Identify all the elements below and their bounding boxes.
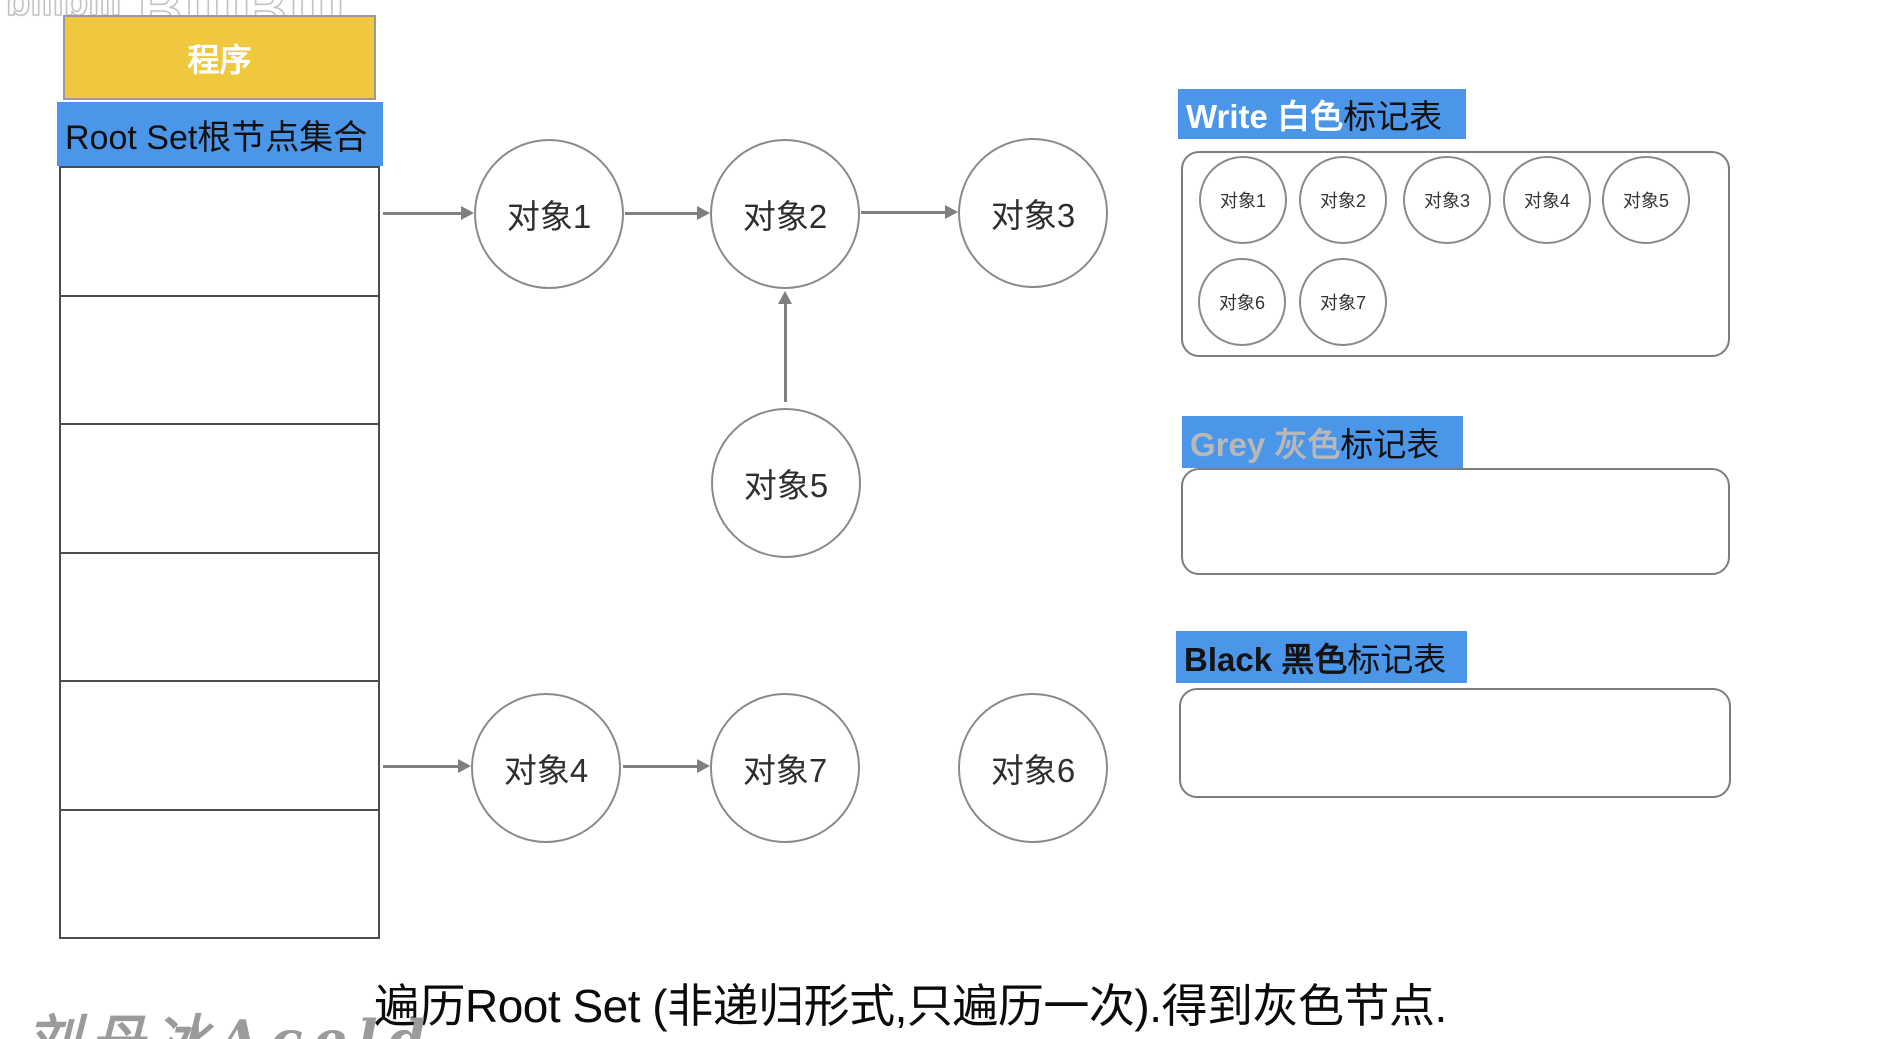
author-signature-watermark: 刘丹冰Aceld — [26, 996, 435, 1039]
memory-row — [61, 680, 378, 809]
graph-node-obj3: 对象3 — [958, 138, 1108, 288]
graph-node-obj2: 对象2 — [710, 139, 860, 289]
graph-node-obj6: 对象6 — [958, 693, 1108, 843]
graph-node-obj4: 对象4 — [471, 693, 621, 843]
graph-node-obj5: 对象5 — [711, 408, 861, 558]
black-mark-table-label-rest: 标记表 — [1347, 641, 1447, 678]
root-set-header: Root Set根节点集合 — [57, 102, 383, 166]
black-mark-table-box — [1179, 688, 1731, 798]
white-mark-table-label-rest: 标记表 — [1343, 98, 1443, 135]
white-table-member-obj7: 对象7 — [1299, 258, 1387, 346]
memory-row — [61, 551, 378, 681]
white-mark-table-label: Write 白色标记表 — [1178, 89, 1466, 139]
memory-row — [61, 294, 378, 424]
memory-row — [61, 808, 378, 938]
black-mark-table-label-colored: Black 黑色 — [1184, 641, 1348, 678]
white-table-member-obj2: 对象2 — [1299, 156, 1387, 244]
white-table-member-obj6: 对象6 — [1198, 258, 1286, 346]
white-mark-table-label-colored: Write 白色 — [1186, 98, 1344, 135]
program-header: 程序 — [63, 15, 376, 100]
grey-mark-table-label: Grey 灰色标记表 — [1182, 416, 1463, 468]
memory-row — [61, 423, 378, 552]
graph-node-obj1: 对象1 — [474, 139, 624, 289]
grey-mark-table-label-colored: Grey 灰色 — [1190, 426, 1341, 463]
white-table-member-obj3: 对象3 — [1403, 156, 1491, 244]
black-mark-table-label: Black 黑色标记表 — [1176, 631, 1467, 683]
grey-mark-table-box — [1181, 468, 1730, 575]
white-table-member-obj1: 对象1 — [1199, 156, 1287, 244]
grey-mark-table-label-rest: 标记表 — [1340, 426, 1440, 463]
memory-table — [59, 166, 380, 939]
white-table-member-obj4: 对象4 — [1503, 156, 1591, 244]
white-table-member-obj5: 对象5 — [1602, 156, 1690, 244]
caption: 遍历Root Set (非递归形式,只遍历一次).得到灰色节点. — [374, 980, 1447, 1032]
memory-row — [61, 168, 378, 295]
graph-node-obj7: 对象7 — [710, 693, 860, 843]
